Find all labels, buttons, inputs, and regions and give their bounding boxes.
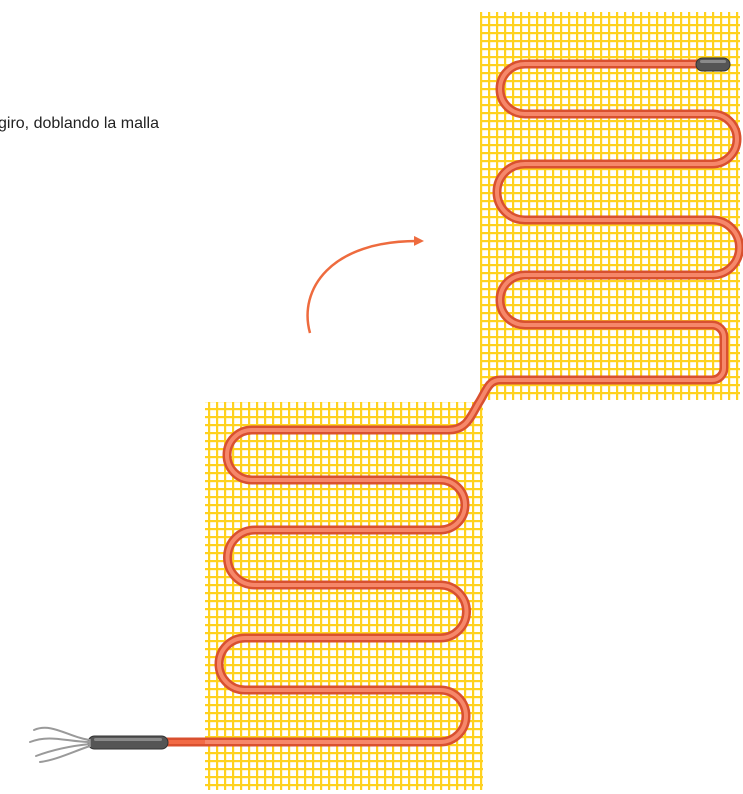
instruction-caption: giro, doblando la malla	[0, 115, 159, 132]
heating-cable	[160, 59, 743, 747]
upper-mesh-panel	[480, 12, 740, 400]
cable-end-cap-icon	[695, 57, 731, 72]
cable-connector-icon	[87, 735, 169, 750]
curved-arrow-icon	[306, 235, 424, 334]
lower-mesh-panel	[205, 402, 483, 790]
lead-wires-icon	[29, 726, 91, 763]
